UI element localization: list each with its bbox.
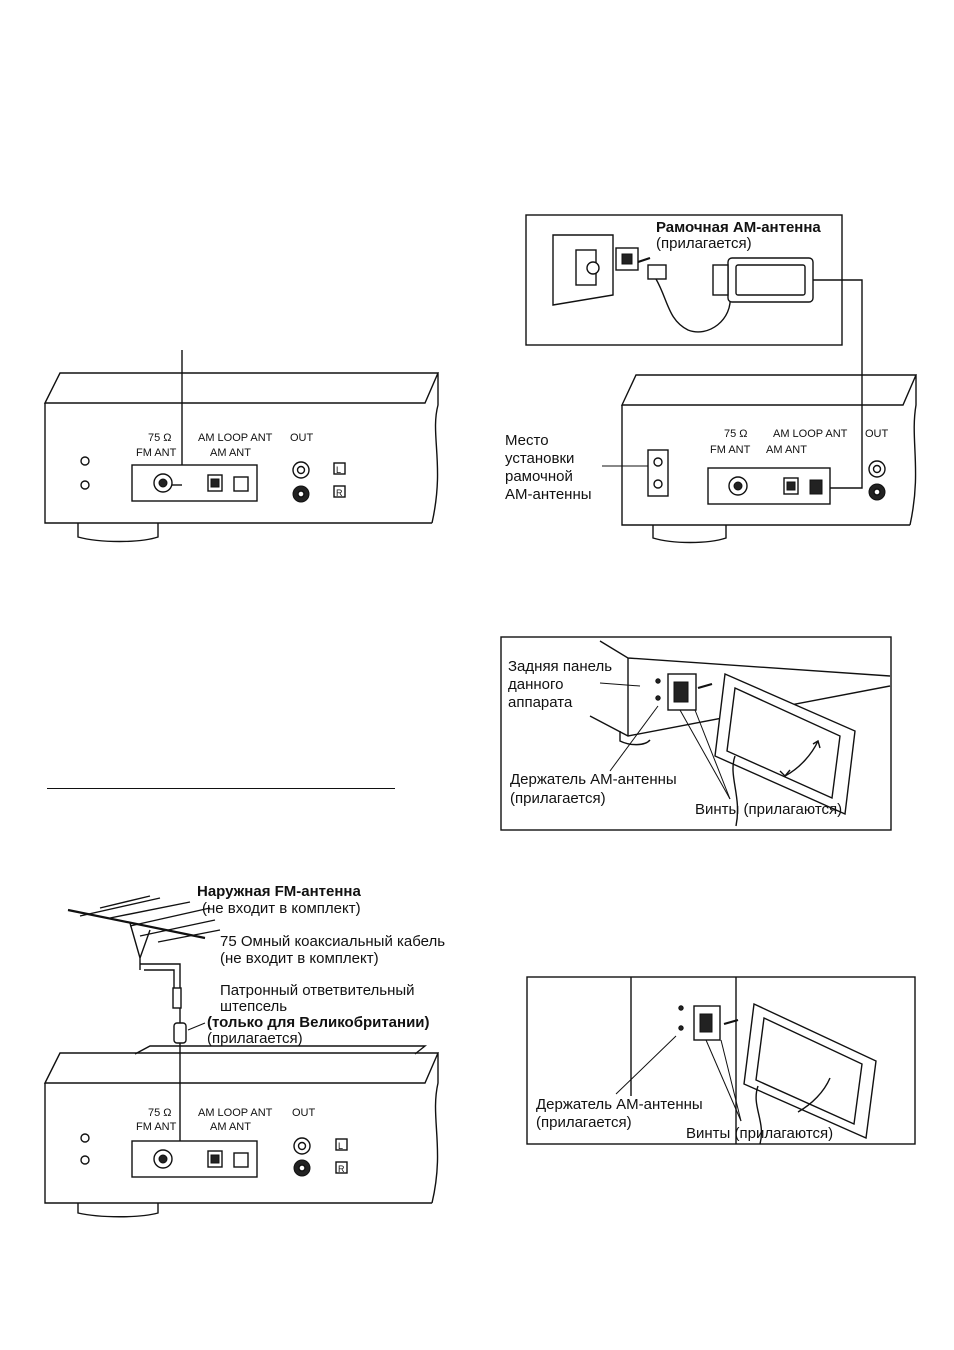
loop-antenna-frame [714, 672, 856, 816]
figure-frame [526, 976, 916, 1145]
right-channel-mark [335, 1161, 348, 1174]
outdoor-fm-note: (не входит в комплект) [202, 900, 361, 917]
figure-frame [500, 636, 892, 831]
coax-cable-note: (не входит в комплект) [220, 950, 379, 967]
inset-cable [655, 278, 731, 333]
out-label: OUT [865, 428, 889, 440]
svg-text:R: R [336, 488, 343, 498]
holder-supplied-label: (прилагается) [536, 1114, 632, 1131]
am-terminal [233, 476, 249, 492]
holder-label: Держатель AM-антенны [536, 1096, 703, 1113]
screw-hole [80, 480, 90, 490]
out-label: OUT [292, 1107, 316, 1119]
cabinet-foot [77, 523, 159, 543]
am-loop-ant-label: AM LOOP ANT [773, 428, 848, 440]
screw-hole [80, 456, 90, 466]
fm-ant-label: FM ANT [710, 444, 751, 456]
rear-panel-label-3: аппарата [508, 694, 573, 711]
fm-ohm-label: 75 Ω [724, 428, 748, 440]
cabinet-outline [620, 374, 918, 526]
am-loop-ant-label: AM LOOP ANT [198, 432, 273, 444]
rear-panel-fm-wire-figure: 75 Ω FM ANT AM LOOP ANT AM ANT OUT L R [43, 350, 440, 543]
loop-antenna-title: Рамочная AM-антенна [656, 219, 821, 236]
rear-panel-label-1: Задняя панель [508, 658, 612, 675]
plug-label-2: штепсель [220, 998, 287, 1015]
screws-label: Винты (прилагаются) [695, 801, 842, 818]
svg-text:R: R [338, 1164, 345, 1174]
out-label: OUT [290, 432, 314, 444]
fm-ant-label: FM ANT [136, 1121, 177, 1133]
plug-label-1: Патронный ответвительный [220, 982, 415, 999]
right-channel-mark [333, 485, 346, 498]
am-loop-connection-figure: Рамочная AM-антенна (прилагается) 75 Ω F… [525, 214, 918, 544]
outdoor-fm-figure: 75 Ω FM ANT AM LOOP ANT AM ANT OUT L R Н… [43, 883, 445, 1218]
left-channel-mark [335, 1138, 348, 1151]
antenna-lead [813, 279, 863, 489]
mounting-place-label: Место установки рамочной AM-антенны [505, 432, 592, 503]
am-ant-label: AM ANT [210, 447, 251, 459]
mounting-place-box [647, 449, 669, 497]
cabinet-top [134, 1045, 427, 1055]
plug-supplied-label: (прилагается) [207, 1030, 303, 1047]
cabinet-outline [43, 1052, 440, 1204]
loop-antenna-frame [743, 1002, 877, 1140]
inset-plug [647, 264, 667, 280]
wall-mount-figure: Держатель AM-антенны (прилагается) Винты… [526, 976, 916, 1145]
am-loop-ant-label: AM LOOP ANT [198, 1107, 273, 1119]
svg-text:L: L [336, 465, 341, 475]
holder-supplied-label: (прилагается) [510, 790, 606, 807]
left-channel-mark [333, 462, 346, 475]
section-divider [47, 788, 395, 789]
am-ant-label: AM ANT [766, 444, 807, 456]
svg-text:L: L [338, 1141, 343, 1151]
rear-panel-label-2: данного [508, 676, 564, 693]
rotation-arrow [797, 1077, 831, 1113]
am-ant-label: AM ANT [210, 1121, 251, 1133]
coax-cable-label: 75 Омный коаксиальный кабель [220, 933, 445, 950]
fm-ant-label: FM ANT [136, 447, 177, 459]
am-plug-connected [809, 479, 823, 495]
yagi-antenna-icon [67, 895, 221, 970]
rotation-arrow [784, 740, 819, 777]
rear-mount-figure: Задняя панель данного аппарата Держатель… [500, 636, 892, 831]
fm-ohm-label: 75 Ω [148, 1107, 172, 1119]
loop-antenna-supplied: (прилагается) [656, 235, 752, 252]
fm-ohm-label: 75 Ω [148, 432, 172, 444]
holder-label: Держатель AM-антенны [510, 771, 677, 788]
inset-panel [552, 234, 614, 306]
cartridge-plug [173, 1022, 187, 1044]
screws-label: Винты (прилагаются) [686, 1125, 833, 1142]
cabinet-outline [43, 372, 440, 524]
plug-uk-label: (только для Великобритании) [207, 1014, 430, 1031]
outdoor-fm-title: Наружная FM-антенна [197, 883, 361, 900]
